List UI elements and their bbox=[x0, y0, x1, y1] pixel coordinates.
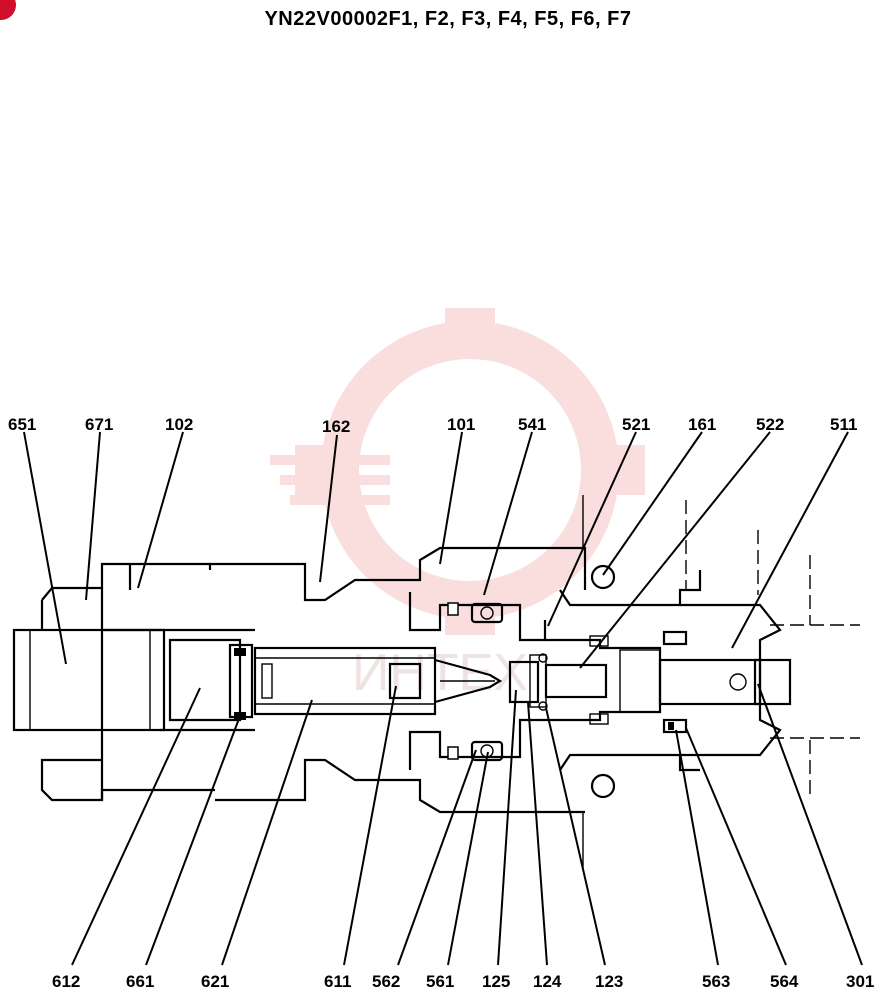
part-label-541: 541 bbox=[518, 415, 546, 434]
corner-logo-mark bbox=[0, 0, 16, 20]
part-label-125: 125 bbox=[482, 972, 510, 991]
part-label-612: 612 bbox=[52, 972, 80, 991]
part-label-671: 671 bbox=[85, 415, 113, 434]
part-label-611: 611 bbox=[324, 972, 351, 991]
part-label-651: 651 bbox=[8, 415, 36, 434]
part-label-522: 522 bbox=[756, 415, 784, 434]
part-label-162: 162 bbox=[322, 417, 350, 436]
part-labels-top: 651 671 102 162 101 541 521 161 522 511 bbox=[8, 415, 857, 436]
part-label-511: 511 bbox=[830, 415, 857, 434]
leader-lines-top bbox=[23, 431, 849, 669]
part-label-564: 564 bbox=[770, 972, 799, 991]
part-label-563: 563 bbox=[702, 972, 730, 991]
part-label-621: 621 bbox=[201, 972, 229, 991]
part-label-661: 661 bbox=[126, 972, 154, 991]
diagram-title: YN22V00002F1, F2, F3, F4, F5, F6, F7 bbox=[264, 8, 632, 30]
part-label-124: 124 bbox=[533, 972, 562, 991]
part-labels-bottom: 612 661 621 611 562 561 125 124 123 563 … bbox=[52, 972, 874, 991]
part-label-561: 561 bbox=[426, 972, 454, 991]
part-label-102: 102 bbox=[165, 415, 193, 434]
part-label-123: 123 bbox=[595, 972, 623, 991]
watermark-text: ИНТЕХ bbox=[352, 644, 528, 702]
part-label-101: 101 bbox=[447, 415, 475, 434]
part-label-521: 521 bbox=[622, 415, 650, 434]
valve-body-outline bbox=[12, 495, 860, 870]
watermark-gear-icon bbox=[270, 308, 645, 635]
part-label-301: 301 bbox=[846, 972, 874, 991]
leader-lines-bottom bbox=[71, 683, 863, 966]
part-label-562: 562 bbox=[372, 972, 400, 991]
part-label-161: 161 bbox=[688, 415, 716, 434]
